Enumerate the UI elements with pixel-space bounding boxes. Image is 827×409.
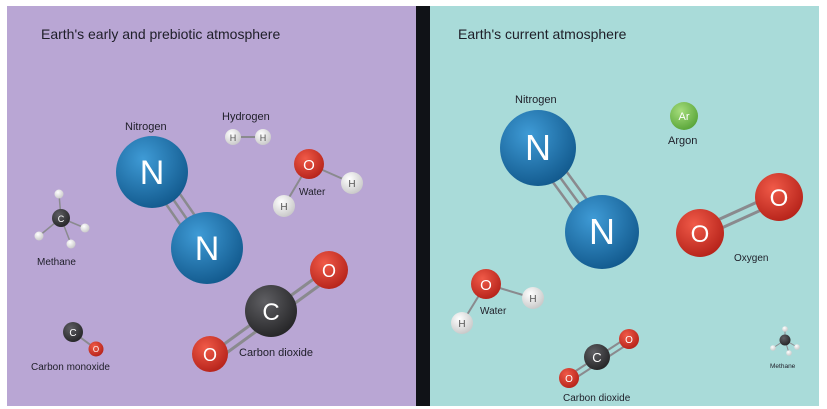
oxygen-atom <box>619 329 639 349</box>
methane-label: Methane <box>37 257 76 268</box>
hydrogen-atom <box>341 172 363 194</box>
argon-atom <box>670 102 698 130</box>
hydrogen-atom <box>273 195 295 217</box>
current-atmosphere-diagram: N N Nitrogen Ar Argon O O Oxygen O <box>451 94 803 404</box>
hydrogen-atom-symbol: H <box>348 179 355 190</box>
hydrogen-atom-symbol: H <box>260 133 267 143</box>
oxygen-atom <box>471 269 501 299</box>
hydrogen-atom <box>225 129 241 145</box>
carbon-atom-symbol: C <box>262 299 279 326</box>
hydrogen-atom <box>794 344 800 350</box>
hydrogen-atom-symbol: H <box>458 319 465 330</box>
early-atmosphere-title: Earth's early and prebiotic atmosphere <box>41 26 281 42</box>
hydrogen-atom <box>782 326 788 332</box>
carbon-atom <box>584 344 610 370</box>
carbon-atom-symbol: C <box>592 350 601 365</box>
nitrogen-atom <box>565 195 639 269</box>
hydrogen-atom <box>80 223 90 233</box>
hydrogen-atom-symbol: H <box>230 133 237 143</box>
carbon-dioxide-molecule: O O C Carbon dioxide <box>559 329 639 404</box>
carbon-atom <box>245 285 297 337</box>
hydrogen-atom-symbol: H <box>280 202 287 213</box>
current-atmosphere-panel: Earth's current atmosphere N N Nitrogen … <box>430 6 819 406</box>
carbon-atom <box>779 334 791 346</box>
oxygen-atom-symbol: O <box>480 277 492 294</box>
nitrogen-atom-symbol: N <box>195 230 220 268</box>
oxygen-atom-symbol: O <box>565 374 573 385</box>
hydrogen-molecule: H H Hydrogen <box>222 111 271 145</box>
early-atmosphere-panel: Earth's early and prebiotic atmosphere N… <box>7 6 416 406</box>
nitrogen-molecule: N N Nitrogen <box>500 94 639 269</box>
hydrogen-atom <box>34 231 44 241</box>
argon-atom-group: Ar Argon <box>668 102 698 147</box>
early-atmosphere-diagram: N N Nitrogen H H Hydrogen O H H Water <box>31 111 363 373</box>
oxygen-atom-symbol: O <box>203 345 217 365</box>
hydrogen-atom <box>451 312 473 334</box>
water-molecule: O H H Water <box>273 149 363 217</box>
oxygen-atom-symbol: O <box>322 261 336 281</box>
oxygen-molecule: O O Oxygen <box>676 173 803 264</box>
oxygen-atom-symbol: O <box>93 345 99 354</box>
oxygen-label: Oxygen <box>734 253 768 264</box>
carbon-monoxide-label: Carbon monoxide <box>31 362 110 373</box>
hydrogen-atom <box>255 129 271 145</box>
oxygen-atom-symbol: O <box>691 221 710 248</box>
argon-label: Argon <box>668 135 697 147</box>
hydrogen-atom <box>522 287 544 309</box>
nitrogen-atom-symbol: N <box>140 154 165 192</box>
hydrogen-atom <box>786 350 792 356</box>
carbon-monoxide-molecule: C O Carbon monoxide <box>31 322 110 373</box>
nitrogen-atom <box>500 110 576 186</box>
nitrogen-label: Nitrogen <box>125 121 167 133</box>
nitrogen-molecule: N N Nitrogen <box>116 121 243 284</box>
carbon-dioxide-label: Carbon dioxide <box>239 347 313 359</box>
nitrogen-label: Nitrogen <box>515 94 557 106</box>
water-label: Water <box>480 306 507 317</box>
nitrogen-atom <box>171 212 243 284</box>
carbon-atom <box>52 209 70 227</box>
nitrogen-atom-symbol: N <box>589 211 615 252</box>
oxygen-atom <box>192 336 228 372</box>
hydrogen-atom <box>770 345 776 351</box>
argon-atom-symbol: Ar <box>679 111 690 123</box>
water-label: Water <box>299 187 326 198</box>
carbon-dioxide-label: Carbon dioxide <box>563 393 631 404</box>
methane-label: Methane <box>770 363 796 370</box>
panel-divider <box>416 6 430 406</box>
nitrogen-atom <box>116 136 188 208</box>
current-atmosphere-title: Earth's current atmosphere <box>458 26 627 42</box>
carbon-atom-symbol: C <box>69 328 76 339</box>
oxygen-atom <box>310 251 348 289</box>
carbon-atom <box>63 322 83 342</box>
hydrogen-atom <box>66 239 76 249</box>
methane-molecule: Methane <box>770 326 800 370</box>
oxygen-atom <box>755 173 803 221</box>
oxygen-atom-symbol: O <box>303 157 315 174</box>
oxygen-atom <box>559 368 579 388</box>
oxygen-atom-symbol: O <box>770 185 789 212</box>
carbon-dioxide-molecule: O O C Carbon dioxide <box>192 251 348 372</box>
oxygen-atom <box>294 149 324 179</box>
hydrogen-atom-symbol: H <box>529 294 536 305</box>
carbon-atom-symbol: C <box>58 214 65 224</box>
oxygen-atom <box>88 341 104 357</box>
methane-molecule: C Methane <box>34 189 90 268</box>
hydrogen-atom <box>54 189 64 199</box>
hydrogen-label: Hydrogen <box>222 111 270 123</box>
water-molecule: O H H Water <box>451 269 544 334</box>
oxygen-atom-symbol: O <box>625 335 633 346</box>
oxygen-atom <box>676 209 724 257</box>
nitrogen-atom-symbol: N <box>525 127 551 168</box>
